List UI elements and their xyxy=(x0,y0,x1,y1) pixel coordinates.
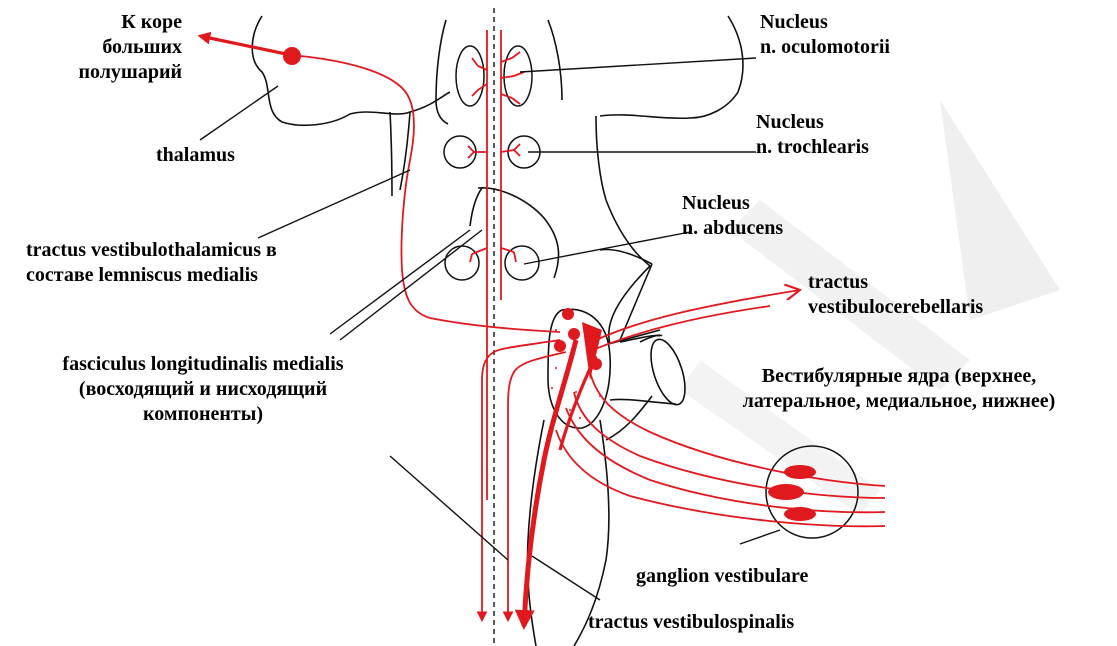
label-flm: fasciculus longitudinalis medialis (восх… xyxy=(8,352,398,427)
label-tractus-vestibulospinalis: tractus vestibulospinalis xyxy=(588,610,794,635)
label-oculomotor-line2: n. oculomotorii xyxy=(760,35,890,60)
label-thalamus: thalamus xyxy=(156,143,235,168)
label-vestibulocerebellar-line2: vestibulocerebellaris xyxy=(808,295,983,320)
neuron-somata xyxy=(283,47,816,521)
label-flm-line3: компоненты) xyxy=(8,402,398,427)
label-nucleus-trochlear: Nucleus n. trochlearis xyxy=(756,110,869,160)
vestibulospinal-tract xyxy=(524,340,576,626)
leader-lines xyxy=(200,58,780,600)
label-tractus-vestibulocerebellaris: tractus vestibulocerebellaris xyxy=(808,270,983,320)
label-to-cortex-line1: К коре xyxy=(70,10,182,35)
nucleus-abducens-left xyxy=(445,246,479,280)
label-flm-line2: (восходящий и нисходящий xyxy=(8,377,398,402)
label-oculomotor-line1: Nucleus xyxy=(760,10,890,35)
label-ganglion-vestibulare: ganglion vestibulare xyxy=(636,564,808,589)
label-to-cortex-line3: полушарий xyxy=(70,60,182,85)
thalamus-neuron xyxy=(283,47,301,65)
label-flm-line1: fasciculus longitudinalis medialis xyxy=(8,352,398,377)
label-trochlear-line1: Nucleus xyxy=(756,110,869,135)
label-to-cortex: К коре больших полушарий xyxy=(70,10,182,85)
label-nucleus-oculomotor: Nucleus n. oculomotorii xyxy=(760,10,890,60)
label-vestibular-nuclei-line2: латеральное, медиальное, нижнее) xyxy=(686,389,1112,414)
label-to-cortex-line2: больших xyxy=(70,35,182,60)
label-vestibular-nuclei-line1: Вестибулярные ядра (верхнее, xyxy=(686,364,1112,389)
label-vestibular-nuclei: Вестибулярные ядра (верхнее, латеральное… xyxy=(686,364,1112,414)
label-tractus-vestibulothalamicus: tractus vestibulothalamicus в составе le… xyxy=(26,238,277,288)
nucleus-oculomotor-left xyxy=(456,46,484,106)
label-vestibulothalamic-line1: tractus vestibulothalamicus в xyxy=(26,238,277,263)
label-vestibulothalamic-line2: составе lemniscus medialis xyxy=(26,263,277,288)
nucleus-trochlear-left xyxy=(444,136,476,168)
label-vestibulocerebellar-line1: tractus xyxy=(808,270,983,295)
label-trochlear-line2: n. trochlearis xyxy=(756,135,869,160)
label-abducens-line1: Nucleus xyxy=(682,191,783,216)
label-abducens-line2: n. abducens xyxy=(682,216,783,241)
label-nucleus-abducens: Nucleus n. abducens xyxy=(682,191,783,241)
